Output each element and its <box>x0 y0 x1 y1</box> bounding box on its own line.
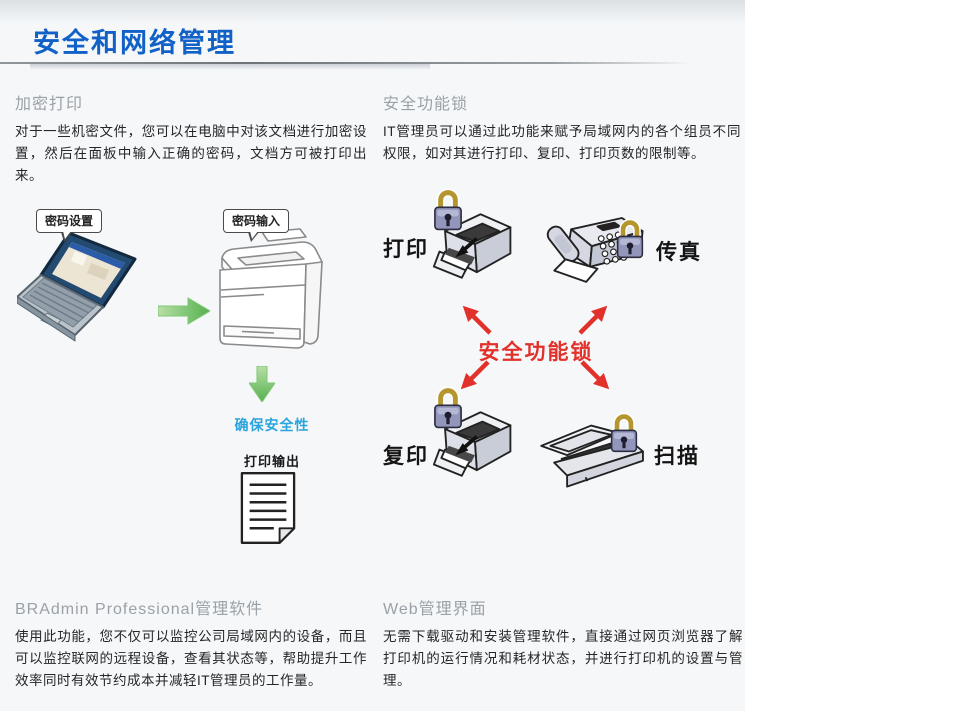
section-secure-lock: 安全功能锁 IT管理员可以通过此功能来赋予局域网内的各个组员不同权限，如对其进行… <box>383 90 741 165</box>
secure-caption: 确保安全性 <box>234 417 310 433</box>
section-body: IT管理员可以通过此功能来赋予局域网内的各个组员不同权限，如对其进行打印、复印、… <box>383 124 741 161</box>
scan-device <box>537 420 649 499</box>
green-down-arrow-icon <box>249 366 275 402</box>
scan-label: 扫描 <box>654 445 700 468</box>
print-device <box>432 202 516 295</box>
fax-label: 传真 <box>656 241 702 264</box>
print-label: 打印 <box>383 238 429 261</box>
secure-lock-center-label: 安全功能锁 <box>478 341 594 364</box>
section-body: 使用此功能，您不仅可以监控公司局域网内的设备，而且可以监控联网的远程设备，查看其… <box>15 629 367 688</box>
section-web-admin: Web管理界面 无需下载驱动和安装管理软件，直接通过网页浏览器了解打印机的运行情… <box>383 595 743 692</box>
section-encrypted-print: 加密打印 对于一些机密文件，您可以在电脑中对该文档进行加密设置，然后在面板中输入… <box>15 90 367 187</box>
copy-label: 复印 <box>383 445 429 468</box>
printer-outline-icon <box>202 226 342 366</box>
page-title: 安全和网络管理 <box>33 28 236 58</box>
section-body: 无需下载驱动和安装管理软件，直接通过网页浏览器了解打印机的运行情况和耗材状态，并… <box>383 629 743 688</box>
password-set-bubble: 密码设置 <box>36 209 103 242</box>
padlock-icon <box>613 216 647 260</box>
password-enter-bubble: 密码输入 <box>223 209 290 242</box>
content-area: 安全和网络管理 加密打印 对于一些机密文件，您可以在电脑中对该文档进行加密设置，… <box>0 0 745 692</box>
padlock-icon <box>430 186 466 232</box>
red-arrows-icon <box>460 305 610 390</box>
fax-device <box>543 210 651 293</box>
section-bradmin: BRAdmin Professional管理软件 使用此功能，您不仅可以监控公司… <box>15 595 367 692</box>
padlock-icon <box>430 384 466 430</box>
section-heading: 安全功能锁 <box>383 96 469 113</box>
laptop-icon <box>17 233 150 345</box>
section-heading: BRAdmin Professional管理软件 <box>15 601 264 618</box>
padlock-icon <box>607 410 641 454</box>
document-icon <box>239 470 297 546</box>
title-divider <box>0 62 706 70</box>
section-heading: Web管理界面 <box>383 601 487 618</box>
copy-device <box>432 400 516 493</box>
section-heading: 加密打印 <box>15 96 84 113</box>
section-body: 对于一些机密文件，您可以在电脑中对该文档进行加密设置，然后在面板中输入正确的密码… <box>15 124 367 183</box>
top-gradient-band <box>0 0 745 24</box>
print-output-caption: 打印输出 <box>243 454 300 469</box>
